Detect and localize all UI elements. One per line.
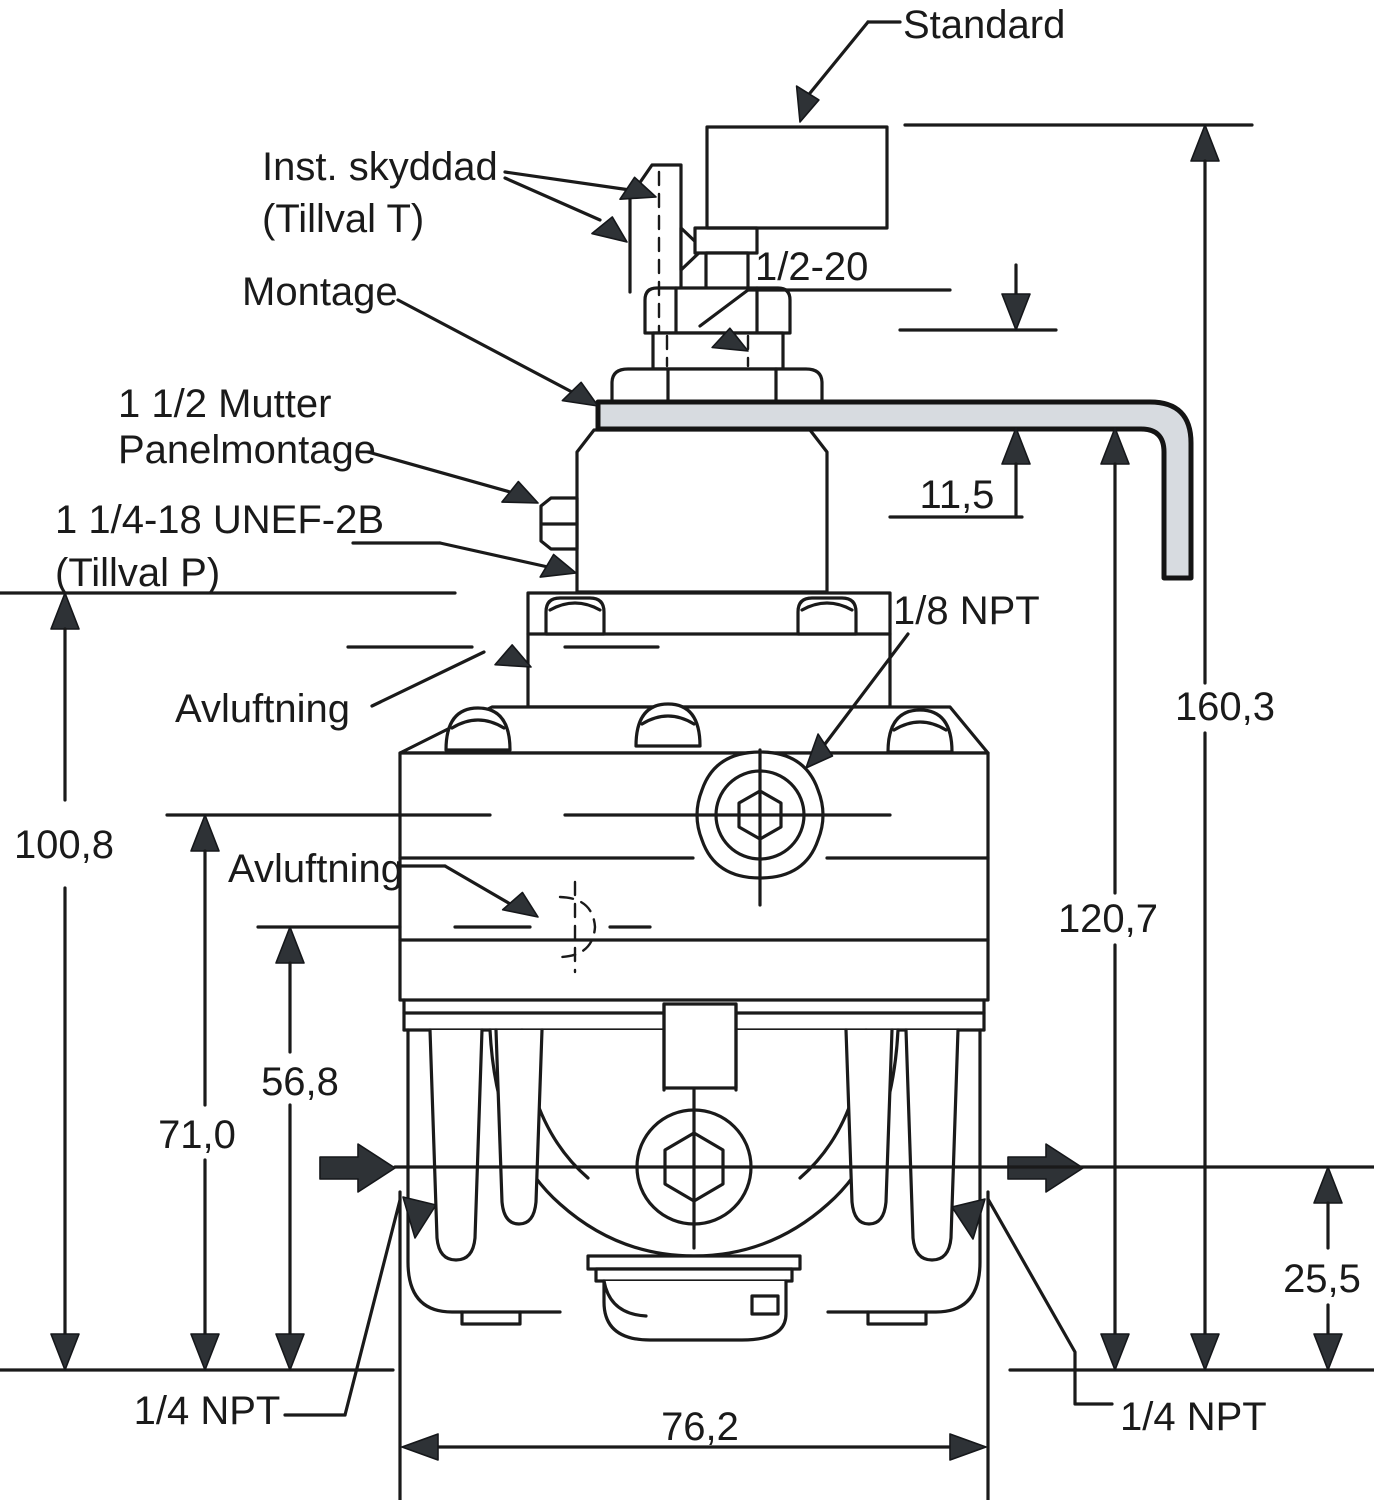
adjusting-hex-nut <box>643 286 792 335</box>
spindle-step <box>693 226 759 255</box>
threaded-stem <box>651 331 785 371</box>
inlet-port-marker <box>402 1196 437 1239</box>
label-mutter-1: 1 1/2 Mutter <box>118 382 331 426</box>
dim-panel-offset: 11,5 <box>920 473 995 517</box>
dim-body-width: 76,2 <box>661 1405 739 1449</box>
label-port-outlet: 1/4 NPT <box>1120 1395 1267 1439</box>
dim-bonnet-to-base: 100,8 <box>14 823 114 867</box>
valve-outline <box>319 125 1194 1342</box>
dim-outlet-center-to-base: 25,5 <box>1283 1257 1361 1301</box>
label-thread-spindle: 1/2-20 <box>755 245 868 289</box>
label-inst-skyddad-1: Inst. skyddad <box>262 145 498 189</box>
bottom-housing <box>406 1002 982 1342</box>
label-avluftning-upper: Avluftning <box>175 687 350 731</box>
diaphragm-flange <box>526 591 892 709</box>
dim-bracket-to-base: 120,7 <box>1058 897 1158 941</box>
inlet-flow-arrow <box>319 1143 396 1193</box>
hidden-vent <box>558 880 597 974</box>
label-port-inlet: 1/4 NPT <box>134 1389 281 1433</box>
panel-bracket <box>595 399 1194 581</box>
spindle-shaft <box>704 251 750 291</box>
label-unef-1: 1 1/4-18 UNEF-2B <box>55 498 384 542</box>
panel-nut <box>610 367 824 405</box>
leader-lines <box>283 20 1114 1417</box>
label-inst-skyddad-2: (Tillval T) <box>262 197 424 241</box>
spring-housing <box>575 428 829 594</box>
main-body <box>398 751 990 1002</box>
dimension-lines <box>50 124 1343 1500</box>
label-mutter-2: Panelmontage <box>118 428 376 472</box>
reference-lines <box>0 123 1374 1372</box>
dimension-values: 100,8 71,0 56,8 120,7 160,3 25,5 11,5 76… <box>14 473 1361 1449</box>
label-avluftning-lower: Avluftning <box>228 847 403 891</box>
label-port-gauge: 1/8 NPT <box>893 589 1040 633</box>
labels: Standard Inst. skyddad (Tillval T) Monta… <box>55 3 1267 1439</box>
dim-vent-center-height: 56,8 <box>261 1060 339 1104</box>
dim-overall-height: 160,3 <box>1175 685 1275 729</box>
body-top-face <box>398 702 990 755</box>
outlet-port-marker <box>951 1198 986 1240</box>
label-montage: Montage <box>242 270 398 314</box>
label-unef-2: (Tillval P) <box>55 551 220 595</box>
label-standard: Standard <box>903 3 1065 47</box>
side-hex-boss <box>539 496 579 551</box>
knurled-knob <box>705 125 889 230</box>
dim-inlet-center-height: 71,0 <box>158 1113 236 1157</box>
